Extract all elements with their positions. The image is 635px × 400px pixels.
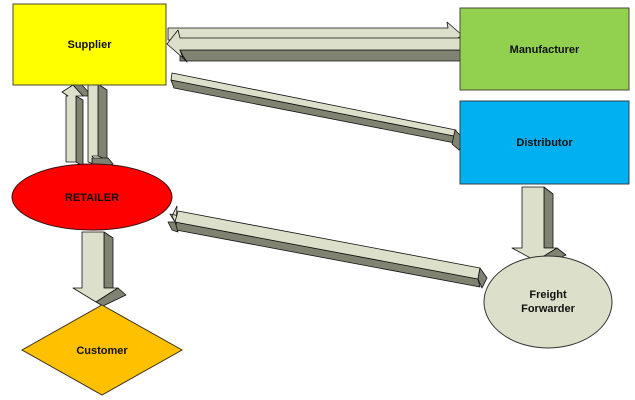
supplier-label: Supplier — [67, 39, 112, 51]
node-customer[interactable]: Customer — [20, 304, 184, 396]
arrow-supplier-to-retailer — [87, 83, 114, 170]
node-retailer[interactable]: RETAILER — [11, 163, 173, 231]
manufacturer-label: Manufacturer — [510, 44, 580, 56]
node-manufacturer[interactable]: Manufacturer — [459, 7, 630, 91]
distributor-label: Distributor — [516, 137, 573, 149]
node-supplier[interactable]: Supplier — [12, 3, 167, 86]
customer-label: Customer — [76, 345, 128, 357]
retailer-label: RETAILER — [65, 192, 119, 204]
arrow-retailer-to-customer — [72, 231, 127, 307]
arrow-retailer-to-supplier — [61, 84, 93, 167]
node-distributor[interactable]: Distributor — [459, 100, 630, 185]
node-freight-forwarder[interactable]: Freight Forwarder — [483, 255, 613, 349]
freight-label-line1: Freight — [529, 289, 567, 301]
freight-label-line2: Forwarder — [521, 303, 576, 315]
arrow-freight-to-retailer — [167, 205, 488, 289]
arrow-supplier-to-distributor — [170, 72, 466, 151]
arrow-distributor-to-freight — [511, 186, 567, 266]
